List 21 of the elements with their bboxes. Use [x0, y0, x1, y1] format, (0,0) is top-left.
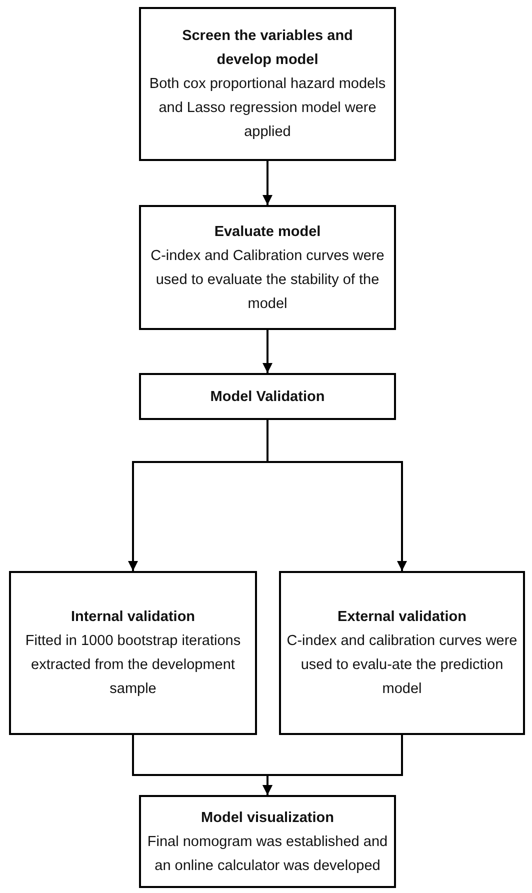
box-heading: Internal validation — [70, 608, 196, 627]
arrow — [262, 735, 403, 795]
process-box — [279, 571, 525, 735]
box-heading: Model Validation — [210, 388, 325, 406]
box-description: Both cox proportional hazard models and Lasso regression model were applied — [148, 75, 387, 142]
arrow — [262, 330, 272, 373]
box-heading: External validation — [338, 608, 466, 627]
box-description: C-index and Calibration curves were used to evaluate the stability of the model — [150, 246, 386, 314]
box-description: C-index and calibration curves were used to evalu-ate the prediction model — [286, 632, 518, 699]
box-heading: Evaluate model — [214, 222, 321, 242]
process-box — [139, 205, 396, 330]
box-description: Fitted in 1000 bootstrap iterations extracted from the development sample — [24, 632, 242, 699]
box-description: Final nomogram was established and an online calculator was developed — [146, 832, 389, 876]
process-box — [9, 571, 257, 735]
box-heading: Screen the variables and develop model — [181, 27, 354, 70]
process-box — [139, 795, 396, 888]
process-box — [139, 7, 396, 161]
process-box — [139, 373, 396, 420]
arrow — [262, 161, 272, 205]
arrow — [266, 420, 407, 571]
box-heading: Model visualization — [201, 808, 334, 828]
